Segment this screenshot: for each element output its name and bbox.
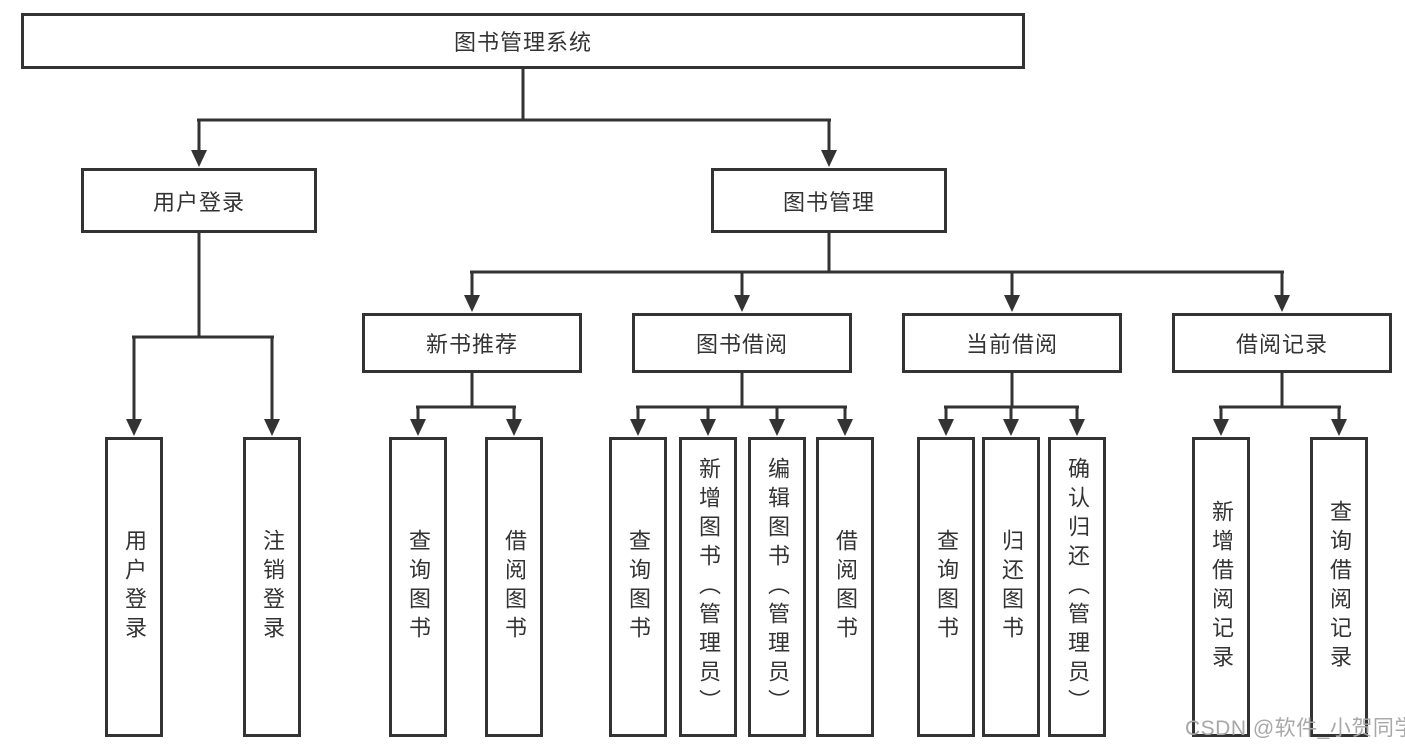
connector-new-book-recommend <box>410 373 522 436</box>
node-current-borrow: 当前借阅 <box>902 313 1122 373</box>
leaf-query-books-current: 查询图书 <box>917 437 975 737</box>
node-label: 用户登录 <box>122 529 147 645</box>
node-label: 用户登录 <box>152 189 245 215</box>
node-user-login: 用户登录 <box>81 168 317 233</box>
leaf-logout: 注销登录 <box>243 437 301 737</box>
node-library-management-system: 图书管理系统 <box>21 13 1025 69</box>
csdn-watermark: CSDN @软件_小贺同学 <box>1185 717 1405 740</box>
node-label: 借阅图书 <box>833 529 858 645</box>
connector-user-login <box>126 233 280 436</box>
node-label: 确认归还（管理员） <box>1065 456 1090 718</box>
connector-book-borrow <box>630 373 853 436</box>
node-label: 图书管理系统 <box>453 30 592 55</box>
node-label: 查询图书 <box>934 529 959 645</box>
node-label: 注销登录 <box>260 529 285 645</box>
leaf-user-login: 用户登录 <box>105 437 163 737</box>
leaf-edit-books-admin: 编辑图书（管理员） <box>748 437 806 737</box>
connector-book-management <box>464 233 1290 312</box>
node-label: 查询图书 <box>406 529 431 645</box>
node-label: 图书管理 <box>782 189 875 215</box>
node-book-management: 图书管理 <box>711 168 947 233</box>
leaf-query-borrow-record: 查询借阅记录 <box>1310 437 1368 737</box>
node-label: 借阅图书 <box>502 529 527 645</box>
leaf-borrow-books: 借阅图书 <box>816 437 874 737</box>
leaf-add-books-admin: 新增图书（管理员） <box>679 437 737 737</box>
leaf-confirm-return-admin: 确认归还（管理员） <box>1048 437 1106 737</box>
leaf-return-books: 归还图书 <box>982 437 1040 737</box>
node-label: 归还图书 <box>999 529 1024 645</box>
leaf-query-books-recommend: 查询图书 <box>389 437 447 737</box>
connector-root <box>191 69 837 167</box>
node-borrow-records: 借阅记录 <box>1172 313 1392 373</box>
node-label: 查询图书 <box>626 529 651 645</box>
connector-current-borrow <box>938 373 1085 436</box>
node-label: 新增图书（管理员） <box>696 456 721 718</box>
connector-borrow-records <box>1213 373 1347 436</box>
leaf-query-books-borrow: 查询图书 <box>609 437 667 737</box>
node-label: 借阅记录 <box>1235 332 1328 357</box>
node-book-borrow: 图书借阅 <box>632 313 852 373</box>
node-label: 图书借阅 <box>695 332 788 357</box>
node-label: 新书推荐 <box>425 332 518 357</box>
node-label: 当前借阅 <box>965 332 1058 357</box>
node-new-book-recommend: 新书推荐 <box>362 313 582 373</box>
node-label: 编辑图书（管理员） <box>765 456 790 718</box>
leaf-add-borrow-record: 新增借阅记录 <box>1192 437 1250 737</box>
leaf-borrow-books-recommend: 借阅图书 <box>485 437 543 737</box>
node-label: 新增借阅记录 <box>1209 500 1234 674</box>
node-label: 查询借阅记录 <box>1327 500 1352 674</box>
